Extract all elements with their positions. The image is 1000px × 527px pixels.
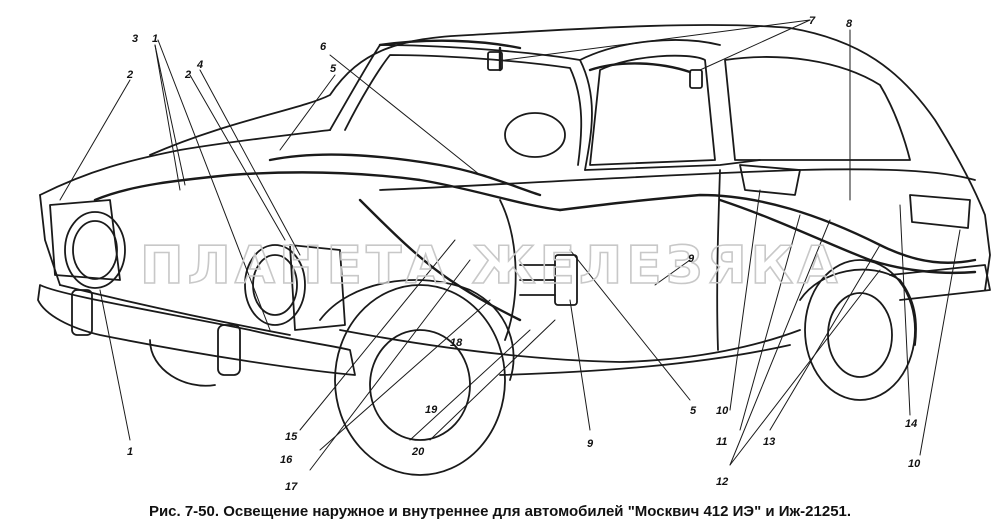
- car-lighting-diagram: ПЛАНЕТА ЖЕЛЕЗЯКА 1 1 2 2 3 4 5 5 6 7 8 9…: [37, 15, 991, 493]
- callout-label: 9: [587, 438, 594, 450]
- callout-label: 4: [196, 59, 203, 71]
- callout-label: 10: [908, 458, 921, 470]
- watermark-text: ПЛАНЕТА ЖЕЛЕЗЯКА: [140, 236, 841, 296]
- callout-label: 17: [285, 481, 298, 493]
- wiring-harness: [93, 39, 977, 322]
- callout-label: 7: [809, 15, 816, 27]
- headlight-right: [244, 244, 346, 331]
- callout-label: 2: [184, 69, 191, 81]
- fuse-block: [519, 254, 578, 306]
- callout-label: 14: [905, 418, 917, 430]
- callout-label: 19: [425, 404, 438, 416]
- callout-label: 18: [450, 337, 463, 349]
- rear-wheel: [804, 259, 916, 401]
- left-front-wheel-partial: [149, 339, 216, 387]
- steering-wheel: [504, 112, 566, 158]
- callout-label: 1: [152, 33, 158, 45]
- callout-label: 3: [132, 33, 138, 45]
- interior-lamp-front: [487, 51, 503, 71]
- callout-label: 1: [127, 446, 133, 458]
- callout-label: 13: [763, 436, 775, 448]
- callout-label: 20: [411, 446, 425, 458]
- callout-label: 10: [716, 405, 729, 417]
- callout-label: 2: [126, 69, 133, 81]
- callout-label: 5: [330, 63, 337, 75]
- callout-label: 16: [280, 454, 293, 466]
- rear-lamp-cluster: [739, 164, 971, 229]
- figure-caption: Рис. 7-50. Освещение наружное и внутренн…: [148, 503, 852, 520]
- callout-label: 12: [716, 476, 728, 488]
- callout-label: 6: [320, 41, 327, 53]
- car-body: [37, 24, 991, 381]
- callout-label: 15: [285, 431, 298, 443]
- headlight-left: [49, 199, 126, 289]
- callout-label: 5: [690, 405, 697, 417]
- callout-labels: 1 1 2 2 3 4 5 5 6 7 8 9 9 10 10 11 12 13…: [126, 15, 921, 493]
- callout-label: 8: [846, 18, 853, 30]
- callout-label: 9: [688, 253, 695, 265]
- interior-lamp-rear: [689, 69, 703, 89]
- callout-label: 11: [716, 436, 727, 448]
- leader-lines: [59, 19, 961, 471]
